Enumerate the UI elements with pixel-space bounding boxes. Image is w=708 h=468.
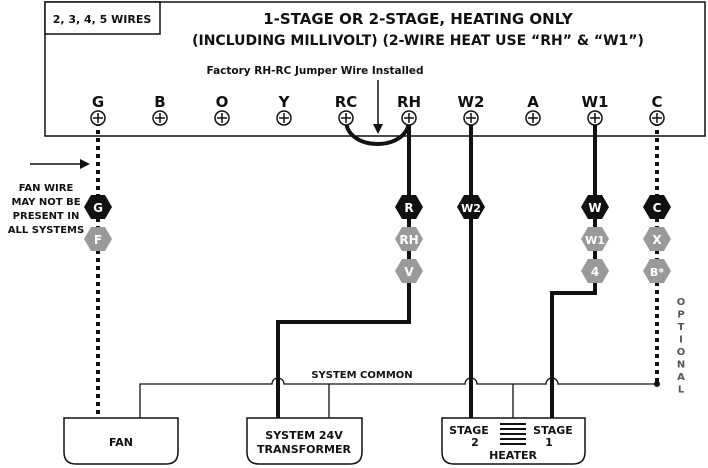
fan-note-line1: FAN WIRE: [19, 183, 74, 194]
terminal-label-o: O: [216, 93, 229, 111]
hex-tag-v-label: V: [404, 265, 414, 279]
hex-tag-w2-label: W2: [461, 202, 481, 215]
hex-tag-v: [395, 259, 423, 283]
screw-icon: [525, 110, 541, 126]
fan-note: FAN WIRE MAY NOT BE PRESENT IN ALL SYSTE…: [8, 159, 90, 236]
common-junction-dot: [654, 381, 660, 387]
optional-letter: L: [678, 385, 685, 396]
screw-icon: [463, 110, 479, 126]
hex-tag-rh: [395, 227, 423, 251]
terminal-screws: [90, 110, 665, 126]
screw-icon: [587, 110, 603, 126]
optional-letter: O: [677, 347, 686, 358]
stage1-label-line1: STAGE: [533, 424, 573, 437]
r-wire: [276, 122, 411, 418]
stage2-label-line2: 2: [471, 436, 479, 449]
rc-rh-jumper-wire: [344, 119, 411, 146]
hex-tag-c: [643, 195, 671, 219]
fan-note-line4: ALL SYSTEMS: [8, 225, 84, 236]
jumper-arrow-head: [373, 124, 383, 134]
fan-unit: FAN: [63, 417, 179, 465]
heater-label: HEATER: [489, 449, 537, 462]
terminal-label-g: G: [92, 93, 104, 111]
fan-label: FAN: [109, 436, 133, 449]
optional-letter: T: [678, 322, 685, 333]
screw-icon: [152, 110, 168, 126]
hex-tag-b-star: [643, 259, 671, 283]
optional-letter: O: [677, 297, 686, 308]
stage2-label-line1: STAGE: [449, 424, 489, 437]
hex-tag-4: [581, 259, 609, 283]
terminal-label-a: A: [527, 93, 539, 111]
hex-tag-g-label: G: [93, 201, 103, 215]
wire-tags: G F R RH V W2 W W1 4 C X B*: [84, 195, 671, 283]
hex-tag-x: [643, 227, 671, 251]
terminal-label-w1: W1: [582, 93, 609, 111]
heating-element-icon: [500, 423, 526, 445]
stage1-label-line2: 1: [545, 436, 553, 449]
screw-icon: [649, 110, 665, 126]
terminal-label-w2: W2: [458, 93, 485, 111]
transformer-unit: SYSTEM 24V TRANSFORMER: [246, 417, 363, 465]
hex-tag-b-star-label: B*: [650, 266, 664, 279]
wires-label: 2, 3, 4, 5 WIRES: [53, 13, 152, 26]
system-common-label: SYSTEM COMMON: [311, 370, 412, 381]
terminal-label-rh: RH: [397, 93, 421, 111]
fan-note-line2: MAY NOT BE: [11, 197, 80, 208]
hex-tag-4-label: 4: [591, 265, 599, 279]
hex-tag-r-label: R: [404, 201, 413, 215]
hex-tag-w: [581, 195, 609, 219]
terminal-label-y: Y: [278, 93, 291, 111]
system-common-line: [139, 377, 657, 418]
hex-tag-rh-label: RH: [399, 233, 418, 247]
hex-tag-w1-label: W1: [585, 234, 605, 247]
jumper-note: Factory RH-RC Jumper Wire Installed: [207, 65, 424, 77]
fan-box: [63, 417, 179, 465]
diagram-title-line1: 1-STAGE OR 2-STAGE, HEATING ONLY: [263, 10, 574, 28]
terminal-labels: G B O Y RC RH W2 A W1 C: [92, 93, 663, 111]
screw-icon: [401, 110, 417, 126]
heater-unit: STAGE 2 STAGE 1 HEATER: [441, 417, 586, 465]
hex-tag-x-label: X: [652, 233, 662, 247]
optional-letter: I: [679, 335, 683, 346]
optional-letter: N: [677, 360, 685, 371]
screw-icon: [338, 110, 354, 126]
wires-label-box: [44, 1, 161, 35]
diagram-title-line2: (INCLUDING MILLIVOLT) (2-WIRE HEAT USE “…: [192, 33, 644, 49]
fan-note-line3: PRESENT IN: [13, 211, 80, 222]
terminal-label-c: C: [651, 93, 662, 111]
heater-box: [441, 417, 586, 465]
hex-tag-c-label: C: [653, 201, 662, 215]
screw-icon: [90, 110, 106, 126]
hex-tag-r: [395, 195, 423, 219]
hex-tag-w1: [581, 227, 609, 251]
terminal-label-b: B: [154, 93, 165, 111]
transformer-label-line1: SYSTEM 24V: [265, 429, 343, 442]
hex-tag-g: [84, 195, 112, 219]
hex-tag-w-label: W: [588, 201, 601, 215]
screw-icon: [276, 110, 292, 126]
terminal-label-rc: RC: [335, 93, 358, 111]
transformer-label-line2: TRANSFORMER: [257, 443, 351, 456]
hex-tag-f-label: F: [94, 233, 102, 247]
hex-tag-w2: [457, 195, 485, 219]
optional-letter: P: [677, 310, 684, 321]
hex-tag-f: [84, 227, 112, 251]
fan-note-arrow-head: [80, 159, 90, 169]
screw-icon: [214, 110, 230, 126]
optional-letter: A: [677, 372, 685, 383]
transformer-box: [246, 417, 363, 465]
